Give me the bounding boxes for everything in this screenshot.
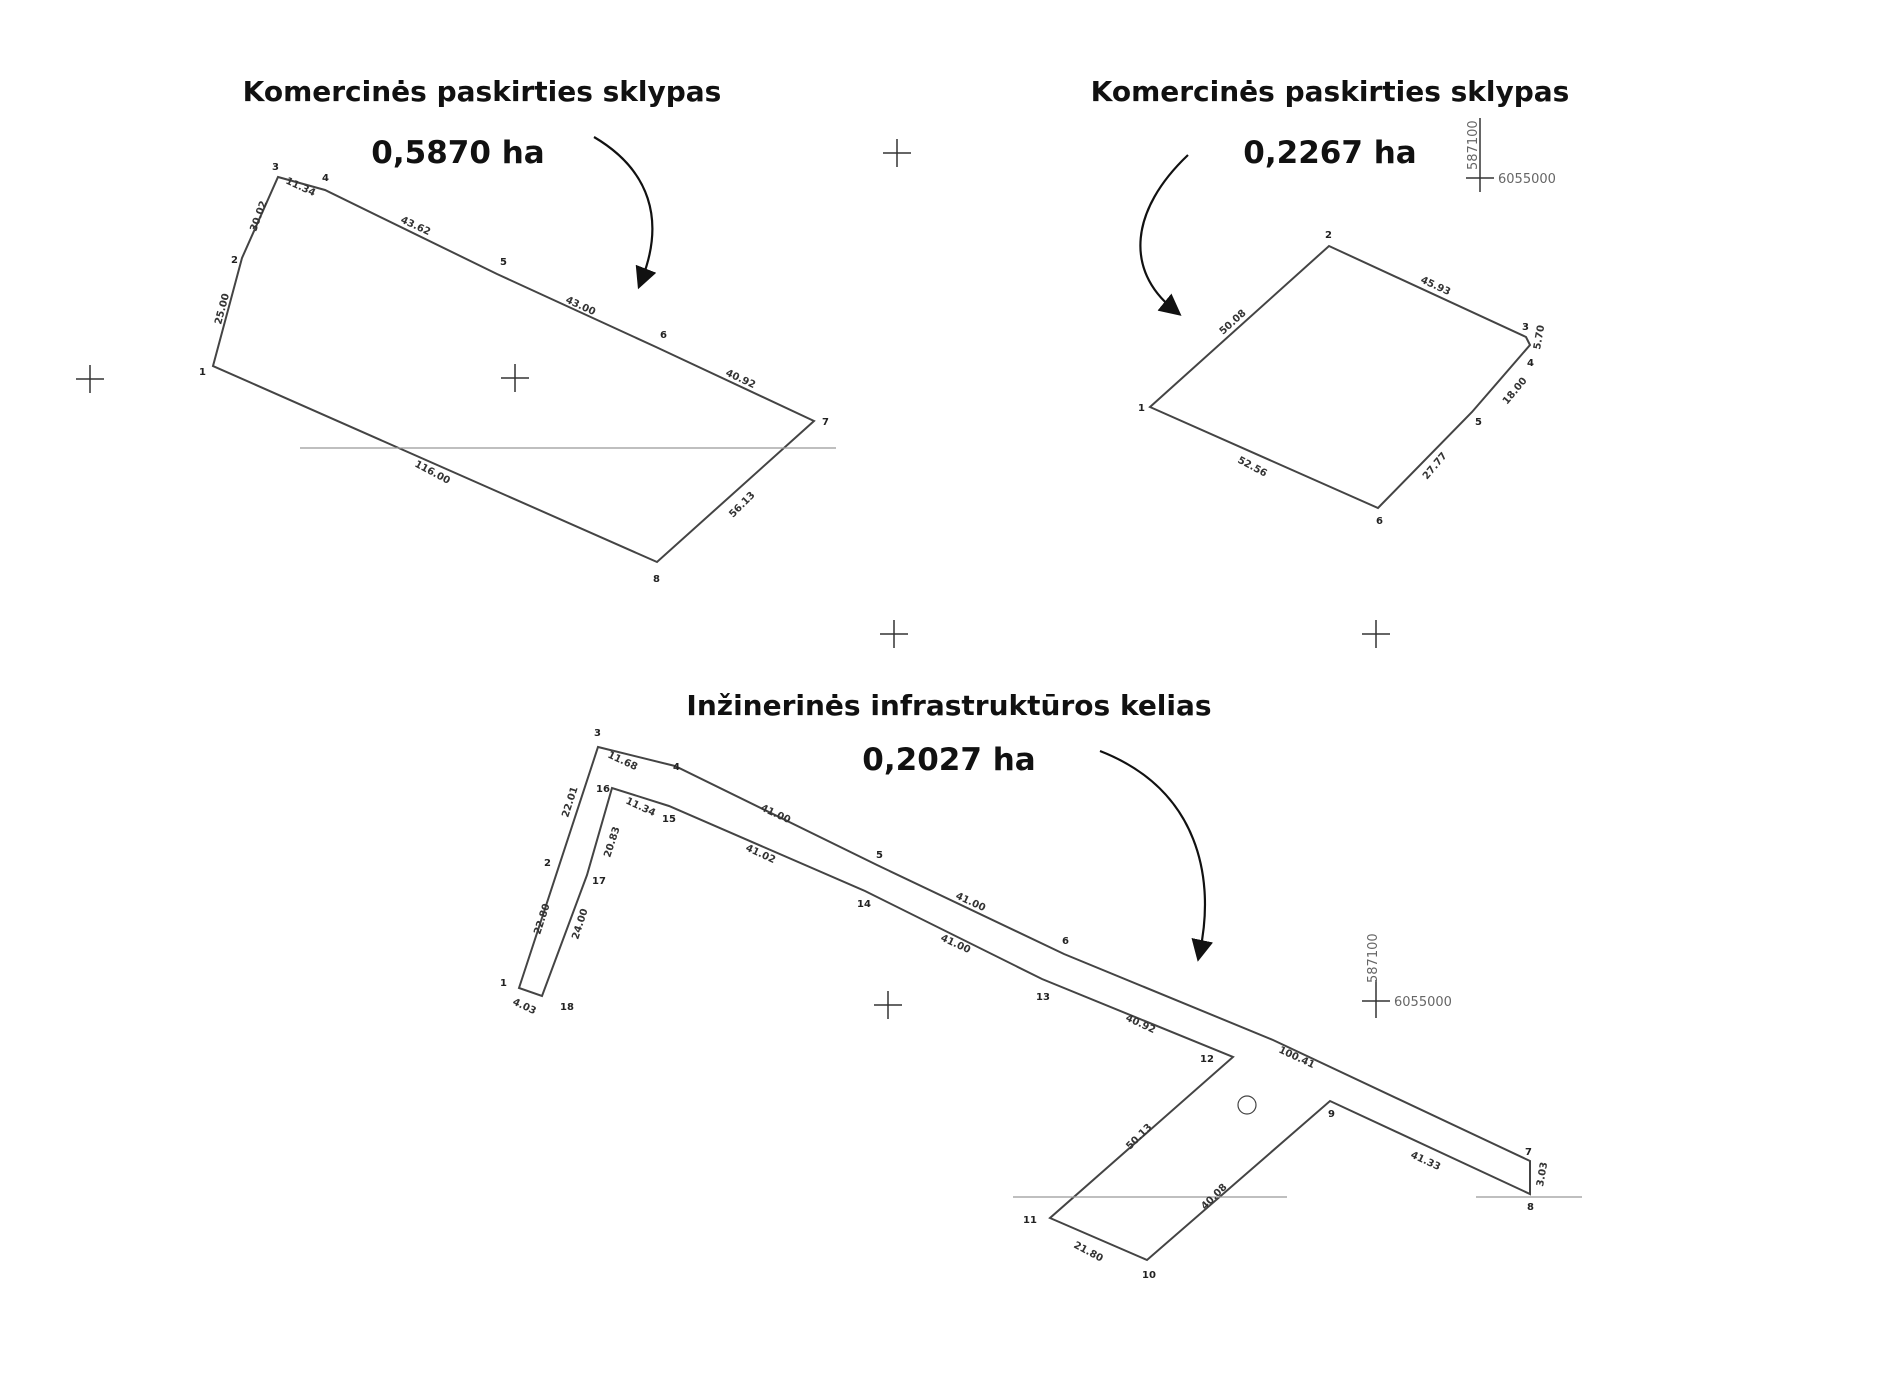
edge-label: 52.56 — [1236, 455, 1269, 480]
edge-label: 5.70 — [1532, 324, 1547, 350]
point-number: 3 — [1522, 322, 1529, 333]
road-boundary — [517, 745, 1531, 1262]
edge-label: 41.33 — [1409, 1150, 1442, 1173]
edge-label: 30.02 — [248, 200, 269, 234]
plot-1: Komercinės paskirties sklypas 0,5870 ha … — [199, 75, 836, 585]
edge-label: 41.00 — [759, 803, 792, 826]
plot-1-area: 0,5870 ha — [371, 135, 544, 171]
point-number: 10 — [1142, 1270, 1156, 1281]
edge-label: 11.34 — [624, 796, 657, 819]
edge-label: 22.80 — [532, 902, 552, 936]
northing-label-top: 587100 — [1466, 120, 1481, 170]
edge-label: 11.34 — [284, 176, 317, 199]
plot-2-title: Komercinės paskirties sklypas — [1091, 75, 1570, 108]
point-number: 1 — [199, 367, 206, 378]
marker-circle — [1237, 1095, 1257, 1115]
edge-label: 43.00 — [564, 295, 597, 318]
point-number: 5 — [1475, 417, 1482, 428]
point-number: 7 — [822, 417, 829, 428]
coordinate-labels: 587100 6055000 587100 6055000 — [1366, 120, 1556, 1010]
cross-icon — [874, 991, 902, 1019]
road-title: Inžinerinės infrastruktūros kelias — [686, 689, 1211, 722]
point-number: 6 — [1062, 936, 1069, 947]
point-number: 17 — [592, 876, 606, 887]
edge-label: 50.13 — [1124, 1122, 1154, 1152]
point-number: 6 — [1376, 516, 1383, 527]
point-number: 1 — [500, 978, 507, 989]
point-number: 6 — [660, 330, 667, 341]
point-number: 8 — [1527, 1202, 1534, 1213]
easting-label-top: 6055000 — [1498, 172, 1556, 187]
point-number: 4 — [1527, 358, 1534, 369]
edge-label: 20.83 — [602, 825, 622, 859]
cross-icon — [883, 139, 911, 167]
point-number: 3 — [272, 162, 279, 173]
point-number: 3 — [594, 728, 601, 739]
point-number: 2 — [544, 858, 551, 869]
road-point-numbers: 1 2 3 4 5 6 7 8 9 10 11 12 13 14 15 16 1… — [500, 728, 1534, 1281]
point-number: 4 — [673, 762, 680, 773]
edge-label: 41.00 — [954, 891, 987, 914]
plot-2-point-numbers: 1 2 3 4 5 6 — [1138, 230, 1534, 527]
edge-label: 27.77 — [1421, 451, 1450, 482]
edge-label: 100.41 — [1277, 1045, 1317, 1071]
cross-icon — [1362, 620, 1390, 648]
edge-label: 18.00 — [1501, 376, 1530, 407]
cross-icon — [1362, 980, 1390, 1018]
point-number: 8 — [653, 574, 660, 585]
point-number: 7 — [1525, 1147, 1532, 1158]
arrow-icon — [593, 136, 657, 290]
point-number: 4 — [322, 173, 329, 184]
edge-label: 40.92 — [1124, 1013, 1157, 1036]
plot-2-boundary — [1148, 244, 1532, 510]
point-number: 5 — [876, 850, 883, 861]
northing-label-bottom: 587100 — [1366, 933, 1381, 983]
plot-1-title: Komercinės paskirties sklypas — [243, 75, 722, 108]
road-area: 0,2027 ha — [862, 742, 1035, 778]
plot-2: Komercinės paskirties sklypas 0,2267 ha … — [1091, 75, 1570, 527]
plot-1-edge-labels: 11.34 43.62 43.00 40.92 30.02 25.00 116.… — [213, 176, 757, 520]
point-number: 14 — [857, 899, 871, 910]
cross-icon — [76, 365, 104, 393]
plot-1-boundary — [211, 175, 816, 564]
cross-icon — [1466, 118, 1494, 192]
edge-label: 21.80 — [1072, 1240, 1105, 1265]
survey-crosses — [76, 118, 1494, 1019]
point-number: 2 — [231, 255, 238, 266]
point-number: 13 — [1036, 992, 1050, 1003]
arrow-icon — [1099, 749, 1214, 962]
arrow-icon — [1139, 154, 1189, 316]
edge-label: 4.03 — [511, 997, 538, 1017]
easting-label-bottom: 6055000 — [1394, 995, 1452, 1010]
point-number: 15 — [662, 814, 676, 825]
road-plot: Inžinerinės infrastruktūros kelias 0,202… — [500, 689, 1582, 1281]
point-number: 2 — [1325, 230, 1332, 241]
point-number: 1 — [1138, 403, 1145, 414]
point-number: 12 — [1200, 1054, 1214, 1065]
point-number: 9 — [1328, 1109, 1335, 1120]
cross-icon — [501, 364, 529, 392]
point-number: 5 — [500, 257, 507, 268]
edge-label: 3.03 — [1535, 1161, 1550, 1187]
plot-2-area: 0,2267 ha — [1243, 135, 1416, 171]
cross-icon — [880, 620, 908, 648]
edge-label: 22.01 — [560, 785, 580, 819]
point-number: 18 — [560, 1002, 574, 1013]
plot-2-edge-labels: 50.08 45.93 5.70 18.00 27.77 52.56 — [1218, 275, 1548, 482]
point-number: 11 — [1023, 1215, 1037, 1226]
plot-1-point-numbers: 1 2 3 4 5 6 7 8 — [199, 162, 829, 585]
point-number: 16 — [596, 784, 610, 795]
